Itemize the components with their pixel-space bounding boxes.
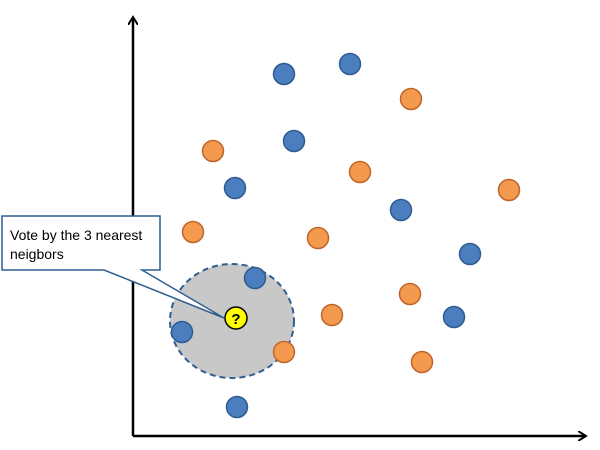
orange-point — [399, 87, 423, 111]
data-points — [170, 52, 521, 419]
blue-point — [282, 129, 306, 153]
blue-point — [458, 242, 482, 266]
blue-point — [170, 320, 194, 344]
callout-box — [1, 215, 225, 319]
callout-text-line1: Vote by the 3 nearest — [10, 227, 142, 243]
callout: Vote by the 3 nearest neigbors — [1, 215, 225, 319]
orange-point — [410, 350, 434, 374]
orange-point — [201, 139, 225, 163]
orange-point — [272, 340, 296, 364]
query-point-marker — [224, 306, 248, 330]
blue-point — [243, 266, 267, 290]
question-mark-icon: ? — [231, 311, 240, 328]
blue-point — [272, 62, 296, 86]
blue-point — [389, 198, 413, 222]
callout-text-line2: neigbors — [10, 246, 64, 262]
blue-point — [338, 52, 362, 76]
blue-point — [223, 176, 247, 200]
orange-point — [497, 178, 521, 202]
orange-point — [181, 220, 205, 244]
orange-point — [306, 226, 330, 250]
blue-point — [442, 305, 466, 329]
orange-point — [320, 303, 344, 327]
orange-point — [398, 282, 422, 306]
orange-point — [348, 160, 372, 184]
blue-point — [225, 395, 249, 419]
query-point: ? — [224, 306, 248, 330]
